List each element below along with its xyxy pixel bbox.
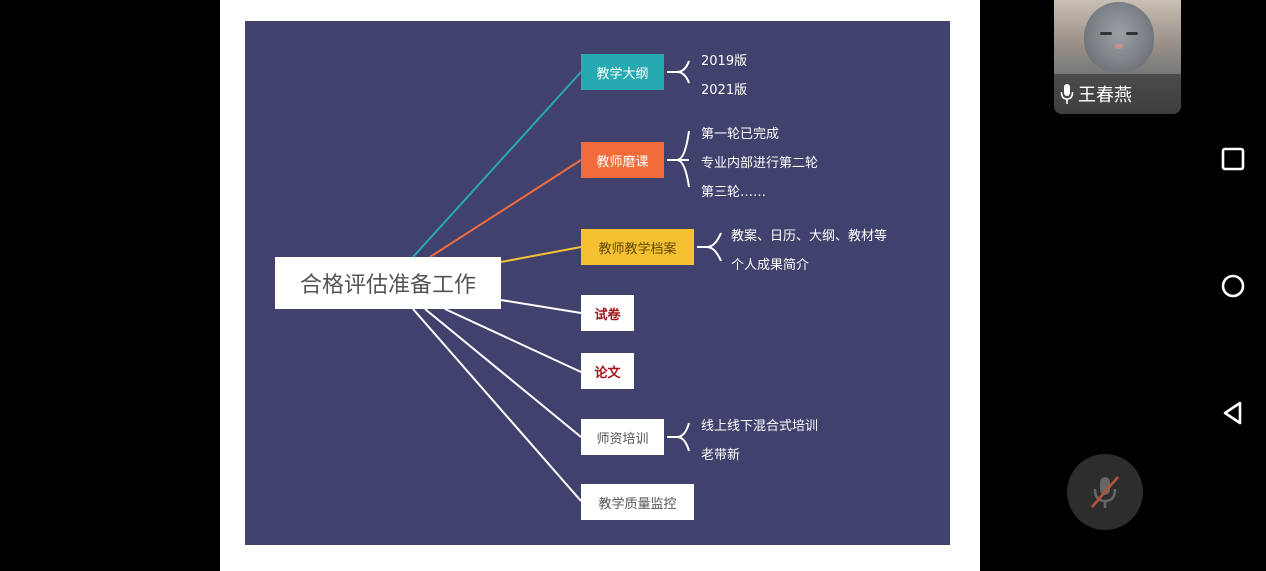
home-icon[interactable] <box>1220 273 1246 299</box>
mindmap-slide: 合格评估准备工作 教学大纲 2019版 2021版 教师磨课 第一轮已完成 专业… <box>245 21 950 545</box>
connector-5 <box>444 308 582 373</box>
bracket-1 <box>667 60 690 84</box>
participant-name-bar: 王春燕 <box>1054 74 1181 114</box>
branch-exam-papers: 试卷 <box>581 295 634 331</box>
bracket-6 <box>667 422 690 452</box>
connector-6 <box>424 308 582 438</box>
back-icon[interactable] <box>1220 400 1246 426</box>
connector-7 <box>412 308 582 502</box>
branch-teaching-archive: 教师教学档案 <box>581 229 694 265</box>
branch-teacher-training: 师资培训 <box>581 419 664 455</box>
mute-toggle-button[interactable] <box>1067 454 1143 530</box>
branch-papers: 论文 <box>581 353 634 389</box>
bracket-3 <box>697 232 722 262</box>
participant-video <box>1084 2 1154 72</box>
leaf-round-three: 第三轮…… <box>701 185 767 200</box>
leaf-round-one: 第一轮已完成 <box>701 127 780 142</box>
branch-syllabus: 教学大纲 <box>581 54 664 90</box>
participant-video-tile[interactable]: 王春燕 <box>1054 0 1181 114</box>
connector-3 <box>500 246 582 263</box>
leaf-archive-achievements: 个人成果简介 <box>731 258 810 273</box>
mindmap-root: 合格评估准备工作 <box>275 257 501 309</box>
leaf-syllabus-2021: 2021版 <box>701 83 748 98</box>
connector-2 <box>429 159 582 258</box>
mindmap-connectors <box>412 60 722 502</box>
leaf-archive-materials: 教案、日历、大纲、教材等 <box>731 229 888 244</box>
branch-lesson-polishing: 教师磨课 <box>581 142 664 178</box>
leaf-mentoring: 老带新 <box>701 448 741 463</box>
recent-apps-icon[interactable] <box>1220 146 1246 172</box>
leaf-blended-training: 线上线下混合式培训 <box>701 419 819 434</box>
mic-icon <box>1060 84 1074 104</box>
participant-name: 王春燕 <box>1078 85 1132 106</box>
connector-1 <box>412 71 582 258</box>
branch-quality-monitoring: 教学质量监控 <box>581 484 694 520</box>
leaf-round-two: 专业内部进行第二轮 <box>701 156 819 171</box>
android-nav-bar <box>1200 0 1266 571</box>
connector-4 <box>500 299 582 314</box>
bracket-2 <box>667 130 690 188</box>
mic-muted-icon <box>1091 476 1119 508</box>
leaf-syllabus-2019: 2019版 <box>701 54 748 69</box>
